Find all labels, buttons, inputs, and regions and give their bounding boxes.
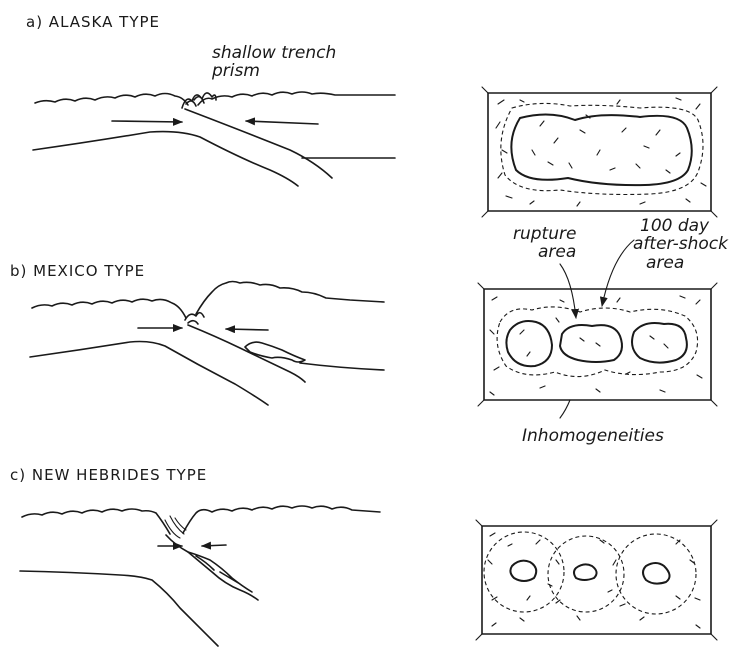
mexico-upper-plate xyxy=(196,282,384,315)
hebrides-rupture-3 xyxy=(643,563,670,584)
mexico-rupture-2 xyxy=(560,325,622,362)
mexico-wedge-block xyxy=(245,342,305,362)
hebrides-right-arrow xyxy=(202,545,226,546)
hebrides-aftershock-1 xyxy=(484,532,564,612)
hebrides-rupture-1 xyxy=(510,561,536,581)
hebrides-rupture-2 xyxy=(574,564,597,580)
mexico-upper-plate-base xyxy=(300,363,384,370)
alaska-seafloor-left xyxy=(35,94,188,106)
mexico-seafloor-left xyxy=(32,299,186,318)
alaska-cross-section xyxy=(33,92,395,186)
alaska-map-view xyxy=(482,87,717,217)
hebrides-aftershock-3 xyxy=(616,534,696,614)
alaska-slab-bottom xyxy=(33,132,298,186)
hebrides-seafloor-left xyxy=(22,509,170,534)
hebrides-slab-bottom xyxy=(20,571,218,646)
alaska-slab-top xyxy=(185,109,332,178)
mexico-prism xyxy=(185,313,204,324)
alaska-prism xyxy=(182,93,216,108)
alaska-upper-plate xyxy=(198,92,395,105)
alaska-rupture-outline xyxy=(511,114,691,185)
hebrides-accreted-zone xyxy=(188,552,252,592)
mexico-map-view xyxy=(478,240,717,418)
alaska-right-arrow xyxy=(246,121,318,124)
new-hebrides-cross-section xyxy=(20,506,380,646)
mexico-right-arrow xyxy=(226,329,268,330)
hebrides-trench-fill xyxy=(165,516,186,538)
hebrides-map-view xyxy=(476,520,717,640)
mexico-rupture-3 xyxy=(632,323,687,363)
alaska-map-frame xyxy=(488,93,711,211)
hebrides-upper-plate xyxy=(183,506,380,533)
aftershock-pointer xyxy=(602,240,634,306)
mexico-inhomogeneity-leader xyxy=(560,400,570,418)
mexico-slab-bottom xyxy=(30,342,268,406)
alaska-left-arrow xyxy=(112,121,182,122)
mexico-rupture-1 xyxy=(506,321,552,366)
mexico-cross-section xyxy=(30,282,384,406)
